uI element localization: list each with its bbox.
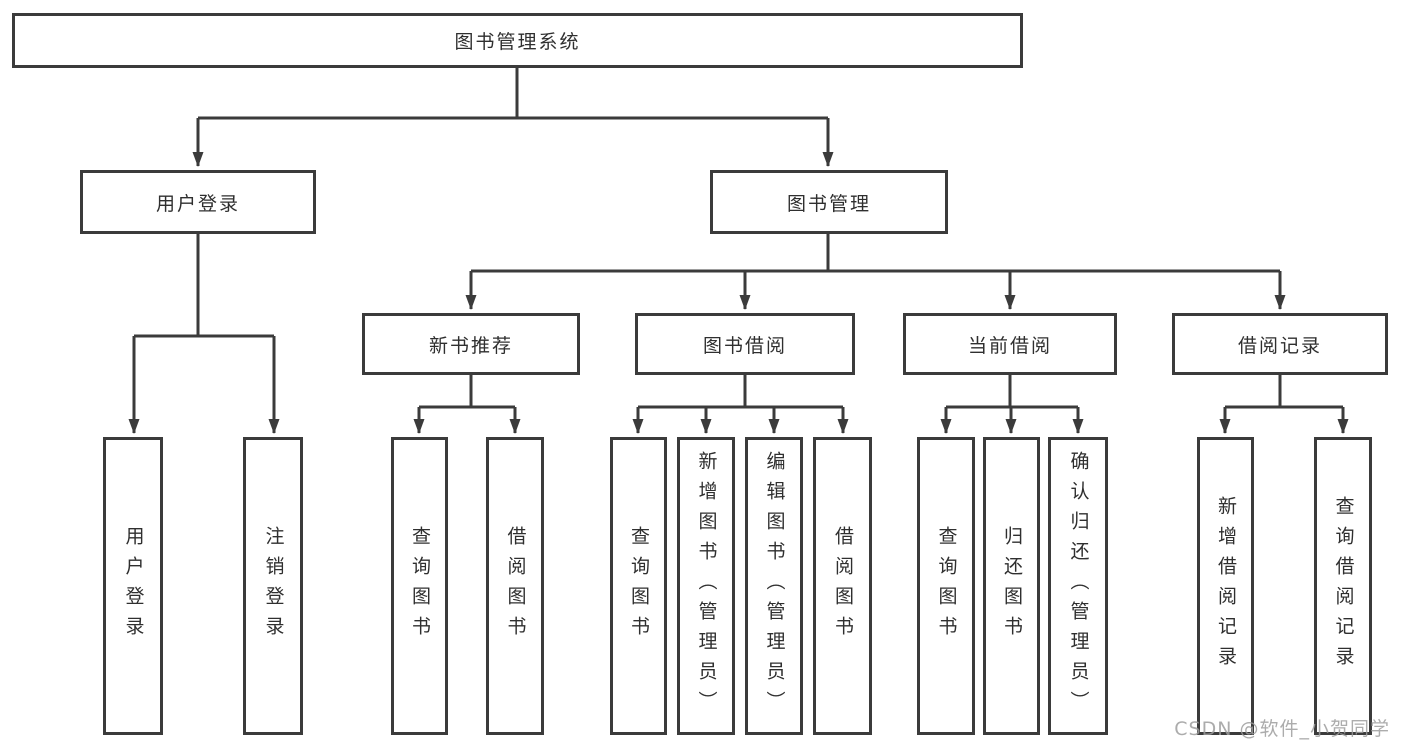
leaf-edit-book-admin: 编辑图书（管理员） — [745, 437, 803, 735]
leaf-return-book: 归还图书 — [983, 437, 1040, 735]
leaf-query-borrow-record: 查询借阅记录 — [1314, 437, 1372, 735]
csdn-watermark: CSDN @软件_小贺同学 — [1174, 718, 1390, 740]
leaf-borrow-book-recommend: 借阅图书 — [486, 437, 544, 735]
leaf-query-book-borrowing: 查询图书 — [610, 437, 667, 735]
node-book-management-module: 图书管理 — [710, 170, 948, 234]
connector-recommend-to-leaves — [413, 375, 521, 434]
connector-management-to-groups — [465, 234, 1286, 310]
leaf-user-login: 用户登录 — [103, 437, 163, 735]
node-borrowing-records: 借阅记录 — [1172, 313, 1388, 375]
leaf-borrow-book: 借阅图书 — [813, 437, 872, 735]
leaf-logout: 注销登录 — [243, 437, 303, 735]
leaf-add-borrow-record: 新增借阅记录 — [1197, 437, 1254, 735]
connector-root-to-level2 — [192, 68, 834, 167]
connector-borrow-to-leaves — [632, 375, 849, 434]
leaf-add-book-admin: 新增图书（管理员） — [677, 437, 735, 735]
node-user-login-module: 用户登录 — [80, 170, 316, 234]
leaf-query-book-recommend: 查询图书 — [391, 437, 448, 735]
connector-current-to-leaves — [940, 375, 1084, 434]
connector-records-to-leaves — [1219, 375, 1349, 434]
node-book-borrowing: 图书借阅 — [635, 313, 855, 375]
node-current-borrowing: 当前借阅 — [903, 313, 1117, 375]
leaf-confirm-return-admin: 确认归还（管理员） — [1048, 437, 1108, 735]
node-root-system: 图书管理系统 — [12, 13, 1023, 68]
leaf-query-book-current: 查询图书 — [917, 437, 975, 735]
connector-login-to-leaves — [128, 234, 280, 434]
node-new-book-recommend: 新书推荐 — [362, 313, 580, 375]
